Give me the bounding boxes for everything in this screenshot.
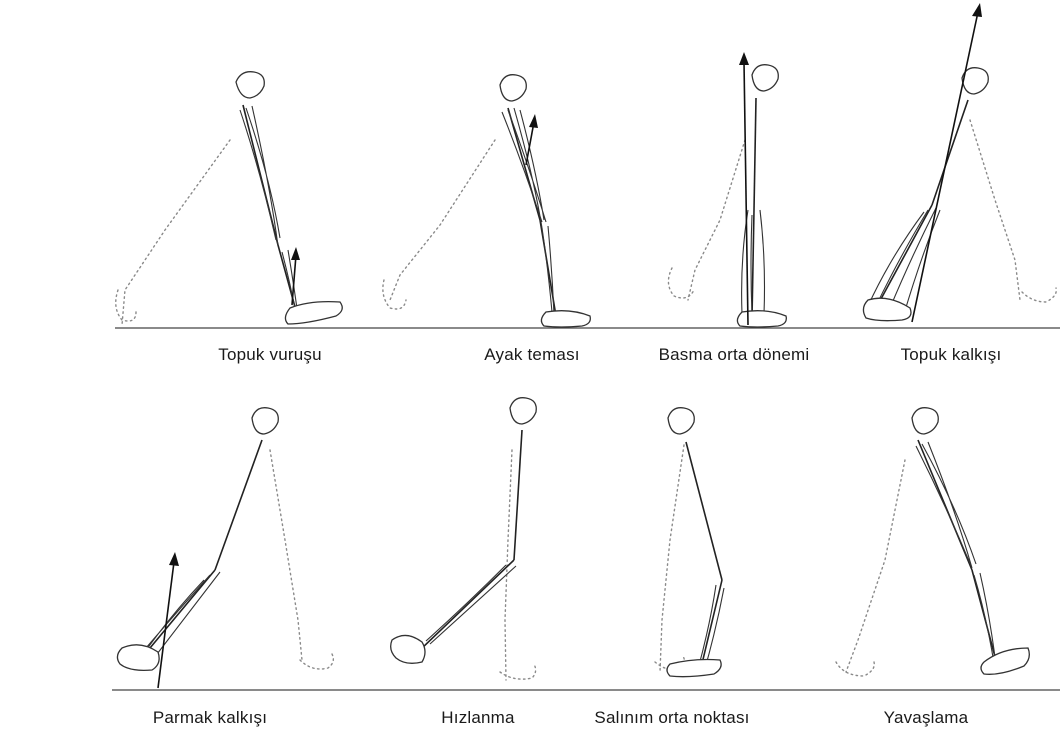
- phase-label-deceleration: Yavaşlama: [884, 708, 969, 728]
- phase-label-midswing: Salınım orta noktası: [594, 708, 749, 728]
- figure-midstance: [668, 52, 786, 327]
- figure-heel-strike: [116, 72, 343, 325]
- phase-label-heel-strike: Topuk vuruşu: [218, 345, 322, 365]
- phase-label-midstance: Basma orta dönemi: [659, 345, 810, 365]
- figure-deceleration: [836, 408, 1029, 676]
- phase-label-foot-flat: Ayak teması: [484, 345, 579, 365]
- phase-label-acceleration: Hızlanma: [441, 708, 514, 728]
- phase-label-toe-off: Parmak kalkışı: [153, 708, 267, 728]
- phase-label-heel-off: Topuk kalkışı: [901, 345, 1002, 365]
- figure-toe-off: [117, 408, 333, 688]
- figure-heel-off: [863, 3, 1056, 322]
- figure-midswing: [655, 408, 724, 677]
- figure-foot-flat: [383, 75, 590, 327]
- figure-acceleration: [391, 398, 537, 680]
